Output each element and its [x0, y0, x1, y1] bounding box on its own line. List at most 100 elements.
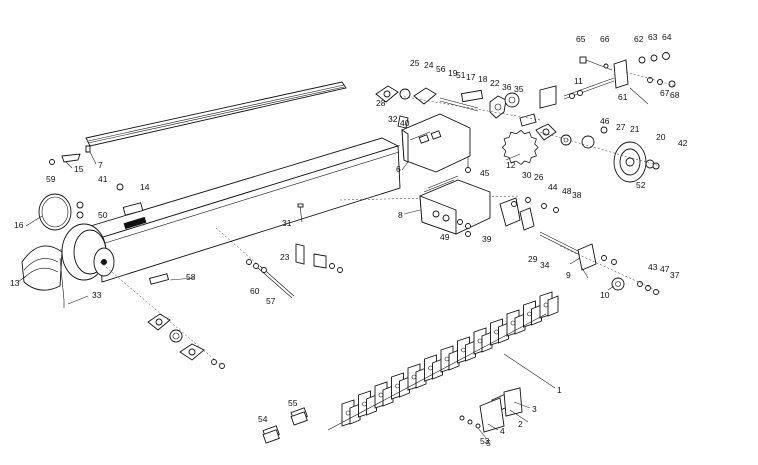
part-label: 32 — [388, 114, 398, 124]
part-label: 9 — [566, 270, 571, 280]
part-label: 2 — [518, 419, 523, 429]
part-label: 53 — [480, 436, 490, 446]
part-label: 55 — [288, 398, 298, 408]
part-label: 13 — [10, 278, 20, 288]
main-beam — [59, 137, 521, 283]
part-label: 16 — [14, 220, 24, 230]
part-label: 63 — [648, 32, 658, 42]
part-label: 11 — [574, 76, 583, 86]
part-label: 28 — [376, 98, 386, 108]
part-label: 30 — [522, 170, 532, 180]
part-label: 19 — [448, 68, 458, 78]
part-label: 40 — [400, 118, 410, 128]
part-label: 8 — [398, 210, 403, 220]
part-label: 10 — [600, 290, 610, 300]
drive-housing — [397, 113, 471, 173]
part-label: 7 — [98, 160, 103, 170]
part-label: 3 — [532, 404, 537, 414]
chain-link — [457, 336, 476, 364]
part-label: 52 — [636, 180, 646, 190]
part-label: 39 — [482, 234, 492, 244]
part-label: 62 — [634, 34, 644, 44]
chain-link — [424, 354, 443, 382]
rail-bar — [85, 81, 347, 153]
end-drum — [21, 193, 115, 291]
part-label: 37 — [670, 270, 680, 280]
part-label: 48 — [562, 186, 572, 196]
part-label: 68 — [670, 90, 680, 100]
part-label: 41 — [98, 174, 108, 184]
chain-link — [440, 345, 460, 373]
part-label: 64 — [662, 32, 672, 42]
part-label: 58 — [186, 272, 196, 282]
conveyor-chain — [327, 291, 559, 431]
tension-bracket — [539, 52, 677, 109]
part-label: 26 — [534, 172, 544, 182]
part-label: 25 — [410, 58, 420, 68]
part-label: 14 — [140, 182, 150, 192]
part-label: 18 — [478, 74, 488, 84]
part-label: 57 — [266, 296, 276, 306]
part-label: 4 — [500, 426, 505, 436]
part-label: 59 — [46, 174, 56, 184]
part-label: 22 — [490, 78, 500, 88]
top-shaft-parts — [375, 85, 541, 127]
chain-link — [539, 291, 559, 319]
part-label: 56 — [436, 64, 446, 74]
chain-link — [391, 372, 410, 400]
part-label: 43 — [648, 262, 658, 272]
part-label: 49 — [440, 232, 450, 242]
part-label: 54 — [258, 414, 268, 424]
chain-attachments — [262, 387, 523, 444]
part-label: 45 — [480, 168, 490, 178]
part-label: 5 — [486, 438, 491, 448]
part-label: 12 — [506, 160, 516, 170]
part-label: 17 — [466, 72, 476, 82]
part-label: 33 — [92, 290, 102, 300]
part-label: 46 — [600, 116, 610, 126]
chain-link — [358, 390, 377, 418]
part-label: 6 — [396, 164, 401, 174]
part-label: 66 — [600, 34, 610, 44]
part-label: 29 — [528, 254, 538, 264]
part-label: 67 — [660, 88, 670, 98]
chain-link — [407, 363, 427, 391]
center-hardware — [215, 203, 343, 299]
part-label: 24 — [424, 60, 434, 70]
gear-box — [419, 175, 491, 237]
chain-pin-line — [327, 313, 547, 431]
chain-link — [341, 399, 361, 427]
lower-bearings — [99, 261, 225, 369]
chain-link — [473, 327, 493, 355]
chain-link — [374, 381, 394, 409]
part-label: 47 — [660, 264, 670, 274]
leader-lines — [17, 87, 649, 439]
part-label: 60 — [250, 286, 260, 296]
part-label: 20 — [656, 132, 666, 142]
part-label: 34 — [540, 260, 550, 270]
part-label: 61 — [618, 92, 628, 102]
part-label: 23 — [280, 252, 290, 262]
part-label: 65 — [576, 34, 586, 44]
part-label: 1 — [557, 385, 562, 395]
part-label: 38 — [572, 190, 582, 200]
part-label: 51 — [456, 70, 466, 80]
right-sprockets — [501, 123, 661, 183]
lower-right-parts — [499, 197, 661, 295]
chain-link — [523, 300, 542, 328]
part-label: 27 — [616, 122, 626, 132]
part-label: 50 — [98, 210, 108, 220]
part-label: 15 — [74, 164, 84, 174]
part-label: 35 — [514, 84, 524, 94]
part-label: 21 — [630, 124, 640, 134]
chain-link — [506, 309, 526, 337]
part-label: 44 — [548, 182, 558, 192]
part-label: 42 — [678, 138, 688, 148]
chain-link — [490, 318, 509, 346]
part-label: 36 — [502, 82, 512, 92]
part-label: 31 — [282, 218, 292, 228]
drum-hardware — [49, 153, 170, 308]
